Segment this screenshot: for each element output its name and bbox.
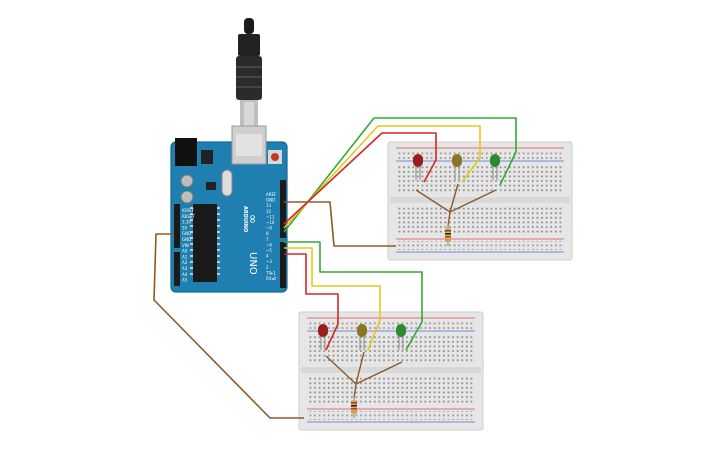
digital-pin-label: 8 (266, 231, 269, 236)
breadboard-top[interactable] (387, 141, 573, 261)
power-pin-label: RESET (182, 214, 195, 219)
led-yellow[interactable] (452, 154, 462, 180)
wire-yellow-bottom (284, 247, 381, 351)
power-pin-label: IOREF (182, 208, 195, 213)
reset-button-icon[interactable] (268, 150, 282, 164)
power-pin-label: A2 (182, 260, 188, 265)
led-yellow[interactable] (357, 324, 367, 350)
power-pin-label: GND (182, 237, 191, 242)
arduino-board[interactable]: ∞ ARDUINO UNO AREFGND1312~11~10~987~6~54… (170, 125, 288, 293)
arduino-logo-icon: ∞ (246, 214, 260, 224)
wires-bottom (153, 233, 423, 419)
digital-pin-label: 4 (266, 254, 269, 259)
wire-green-top (283, 117, 517, 233)
power-pin-label: A5 (182, 278, 188, 283)
digital-pin-label: 7 (266, 237, 269, 242)
led-red[interactable] (318, 324, 328, 350)
resistor[interactable] (351, 396, 357, 418)
digital-pin-label: 13 (266, 203, 272, 208)
arduino-model-label: UNO (247, 252, 258, 275)
wire-green-bottom (284, 241, 423, 351)
power-pin-label: 3.3V (182, 220, 191, 225)
wire-yellow-top (283, 125, 481, 229)
digital-pin-label: ~9 (266, 226, 272, 231)
svg-text:∞: ∞ (246, 214, 260, 224)
led-green[interactable] (490, 154, 500, 180)
digital-pin-label: RX◂0 (266, 276, 277, 281)
power-pin-label: A4 (182, 272, 188, 277)
bottom-board-components (318, 324, 406, 418)
arduino-brand-label: ARDUINO (242, 206, 248, 232)
power-pin-label: A1 (182, 254, 188, 259)
power-pin-label: VIN (182, 243, 189, 248)
digital-pin-label: AREF (266, 192, 277, 197)
power-pin-label: 5V (182, 225, 188, 230)
digital-pin-label: ~10 (266, 220, 275, 225)
wires-top (283, 117, 517, 247)
wire-red-top (283, 132, 437, 225)
digital-pin-label: GND (266, 198, 275, 203)
led-red[interactable] (413, 154, 423, 180)
digital-pin-label: ~3 (266, 259, 272, 264)
wire-red-bottom (284, 253, 339, 351)
power-pin-label: A3 (182, 266, 188, 271)
digital-pin-label: ~11 (266, 214, 275, 219)
digital-pin-label: ~6 (266, 242, 272, 247)
digital-pin-label: ~5 (266, 248, 272, 253)
led-green[interactable] (396, 324, 406, 350)
breadboard-bottom[interactable] (298, 311, 484, 431)
digital-pin-label: 2 (266, 265, 269, 270)
wire-brown-top-gnd (284, 201, 396, 247)
digital-pin-label: 12 (266, 209, 272, 214)
top-board-components (413, 154, 500, 246)
digital-pin-label: TX▸1 (265, 270, 276, 275)
wire-brown-bottom-gnd (153, 233, 304, 419)
power-pin-label: A0 (182, 249, 188, 254)
resistor[interactable] (445, 224, 451, 246)
usb-cable-icon[interactable] (236, 18, 262, 128)
power-pin-label: GND (182, 231, 191, 236)
